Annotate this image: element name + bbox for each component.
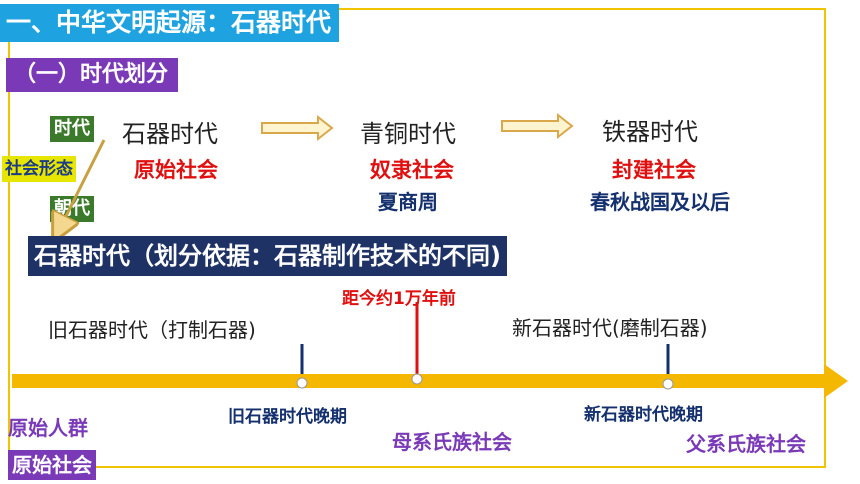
era-iron: 铁器时代 <box>602 118 698 146</box>
new-stone-age-label: 新石器时代(磨制石器) <box>512 316 708 340</box>
society-iron: 封建社会 <box>612 158 696 182</box>
pointer-arrow <box>58 139 106 232</box>
primitive-group-label: 原始人群 <box>8 416 88 440</box>
era-stone: 石器时代 <box>122 120 218 148</box>
slide-frame <box>8 8 826 468</box>
era-arrow-1 <box>261 114 334 142</box>
dot-old-late <box>296 377 308 389</box>
era-arrow-2 <box>501 112 574 140</box>
dot-new-late <box>662 378 674 390</box>
era-bronze: 青铜时代 <box>360 120 456 148</box>
tag-era: 时代 <box>50 116 94 142</box>
society-bronze: 奴隶社会 <box>370 158 454 182</box>
old-stone-age-label: 旧石器时代（打制石器) <box>48 318 256 342</box>
primitive-society-label: 原始社会 <box>8 450 96 480</box>
society-stone: 原始社会 <box>134 158 218 182</box>
matriarchal-label: 母系氏族社会 <box>392 430 512 454</box>
tag-society: 社会形态 <box>2 156 76 182</box>
patriarchal-label: 父系氏族社会 <box>686 432 806 456</box>
timeline-arrowhead <box>824 364 848 398</box>
dot-divider <box>411 373 423 385</box>
page-title: 一、中华文明起源：石器时代 <box>0 4 340 42</box>
late-old-label: 旧石器时代晚期 <box>228 407 347 427</box>
divider-label: 距今约1万年前 <box>342 289 456 309</box>
dynasty-bronze: 夏商周 <box>378 190 438 214</box>
stone-age-banner: 石器时代（划分依据：石器制作技术的不同) <box>28 236 507 276</box>
late-new-label: 新石器时代晚期 <box>584 405 703 425</box>
section-subtitle: （一）时代划分 <box>6 58 179 92</box>
dynasty-iron: 春秋战国及以后 <box>590 190 730 214</box>
